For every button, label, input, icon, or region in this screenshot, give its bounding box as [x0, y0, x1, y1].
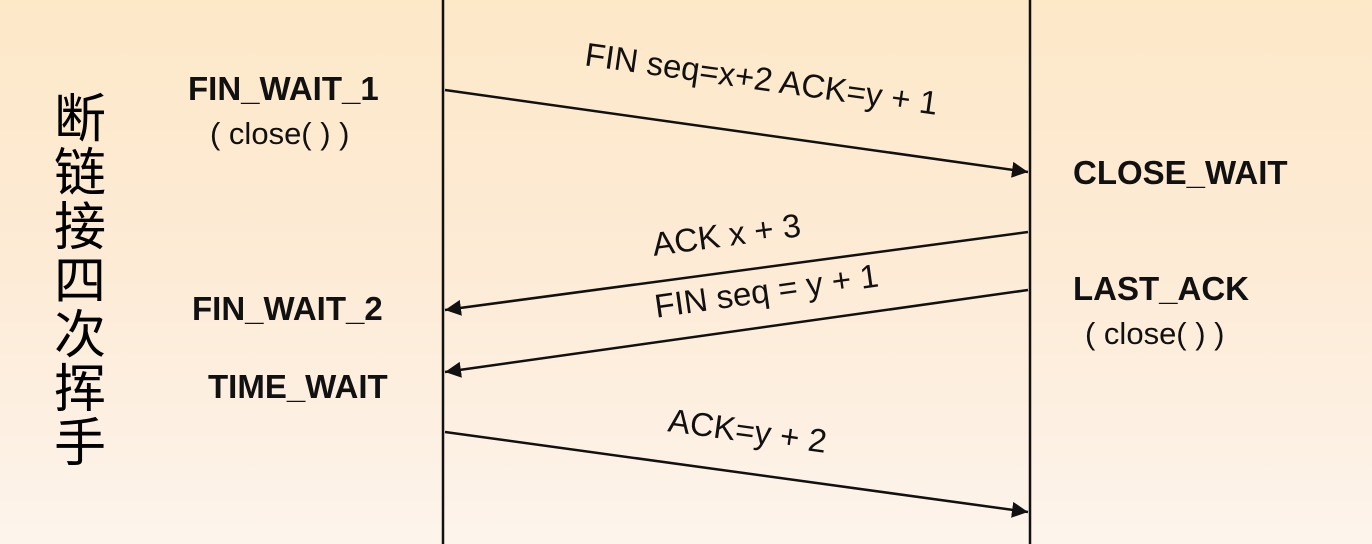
message-label-1: FIN seq=x+2 ACK=y + 1 — [583, 35, 941, 121]
message-label-4: ACK=y + 2 — [666, 401, 829, 459]
message-arrow-3 — [444, 288, 1029, 378]
state-last-ack-note: ( close( ) ) — [1085, 316, 1225, 351]
message-label-2: ACK x + 3 — [650, 206, 803, 262]
state-fin-wait-1-note: ( close( ) ) — [210, 116, 350, 151]
diagram-title: 断链接四次挥手 — [44, 91, 105, 469]
state-fin-wait-1: FIN_WAIT_1 — [188, 70, 379, 107]
state-time-wait: TIME_WAIT — [208, 368, 388, 405]
state-close-wait: CLOSE_WAIT — [1073, 154, 1288, 191]
state-fin-wait-2: FIN_WAIT_2 — [192, 290, 383, 327]
state-last-ack: LAST_ACK — [1073, 270, 1250, 307]
message-arrow-2 — [444, 230, 1029, 316]
message-arrow-4 — [444, 430, 1029, 518]
message-arrow-1 — [444, 88, 1029, 178]
